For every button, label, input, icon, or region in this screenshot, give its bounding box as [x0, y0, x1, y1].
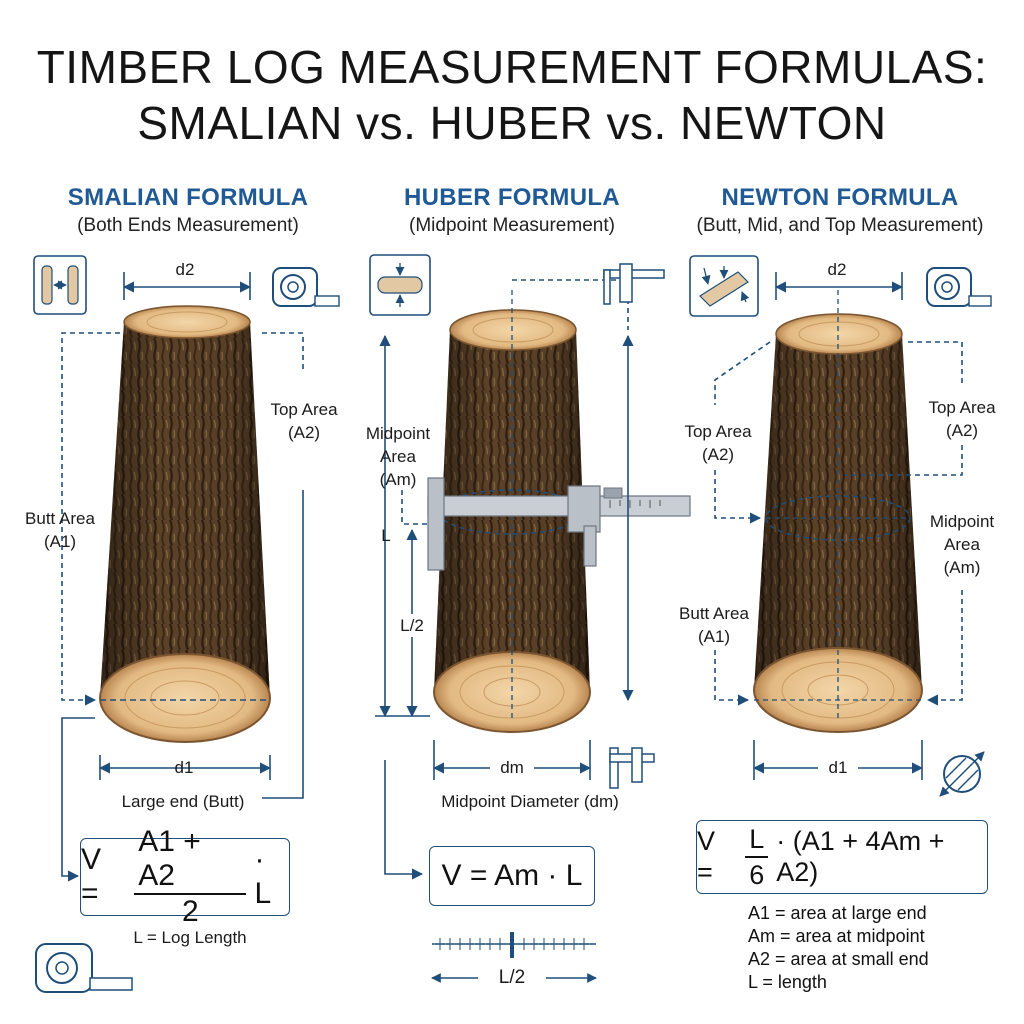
huber-scale-label: L/2	[498, 967, 526, 988]
cross-section-icon	[939, 751, 985, 797]
newton-d2-label: d2	[827, 260, 847, 279]
huber-half-length-label: L/2	[392, 614, 432, 637]
newton-legend: A1 = area at large end Am = area at midp…	[748, 902, 929, 994]
tape-measure-icon	[926, 267, 992, 307]
smalian-large-end-label: Large end (Butt)	[121, 792, 245, 811]
midpoint-icon	[369, 254, 431, 316]
smalian-top-area-label: Top Area(A2)	[270, 400, 338, 442]
tape-measure-icon	[272, 267, 340, 307]
smalian-butt-area-label: Butt Area(A1)	[25, 509, 95, 551]
legend-item: Am = area at midpoint	[748, 926, 925, 946]
legend-item: A1 = area at large end	[748, 903, 927, 923]
legend-item: L = length	[748, 972, 827, 992]
both-ends-icon	[33, 255, 87, 315]
newton-butt-area-label: Butt Area(A1)	[679, 604, 749, 646]
three-point-icon	[689, 255, 759, 317]
page-title-line-1: TIMBER LOG MEASUREMENT FORMULAS:	[36, 41, 988, 93]
smalian-subheading: (Both Ends Measurement)	[77, 215, 299, 236]
huber-subheading: (Midpoint Measurement)	[409, 215, 615, 236]
page-title-line-2: SMALIAN vs. HUBER vs. NEWTON	[137, 97, 887, 149]
smalian-d2-label: d2	[175, 260, 195, 279]
huber-scale	[431, 932, 597, 983]
newton-subheading: (Butt, Mid, and Top Measurement)	[696, 215, 984, 236]
huber-length-label: L	[381, 526, 391, 545]
smalian-log	[99, 305, 271, 743]
newton-top-area-label-left: Top Area(A2)	[684, 422, 752, 464]
caliper-icon	[603, 263, 665, 305]
smalian-dimensions	[61, 272, 304, 882]
newton-heading: NEWTON FORMULA	[721, 184, 959, 211]
newton-log	[753, 290, 923, 733]
newton-top-area-label-right: Top Area(A2)	[928, 398, 996, 440]
smalian-d1-label: d1	[174, 758, 194, 777]
huber-midpoint-diameter-label: Midpoint Diameter (dm)	[441, 792, 619, 811]
huber-formula: V = Am · L	[429, 846, 595, 906]
smalian-note: L = Log Length	[133, 928, 247, 947]
huber-dm-label: dm	[490, 756, 534, 779]
caliper-icon	[609, 747, 655, 789]
smalian-heading: SMALIAN FORMULA	[67, 184, 309, 211]
huber-heading: HUBER FORMULA	[404, 184, 620, 211]
tape-measure-icon	[35, 943, 133, 993]
newton-d1-label: d1	[818, 756, 858, 779]
legend-item: A2 = area at small end	[748, 949, 929, 969]
